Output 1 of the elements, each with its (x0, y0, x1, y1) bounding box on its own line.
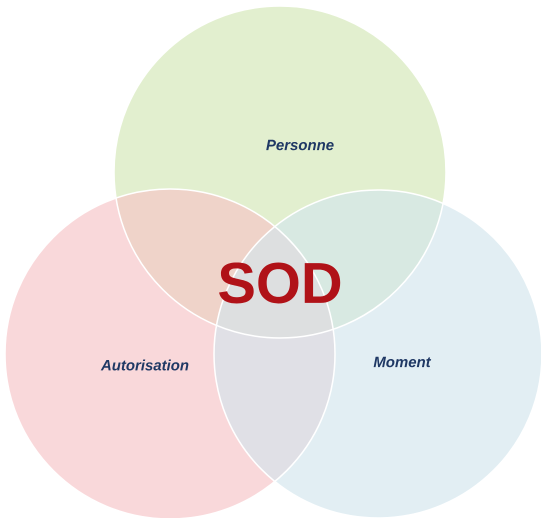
center-label: SOD (219, 262, 340, 304)
